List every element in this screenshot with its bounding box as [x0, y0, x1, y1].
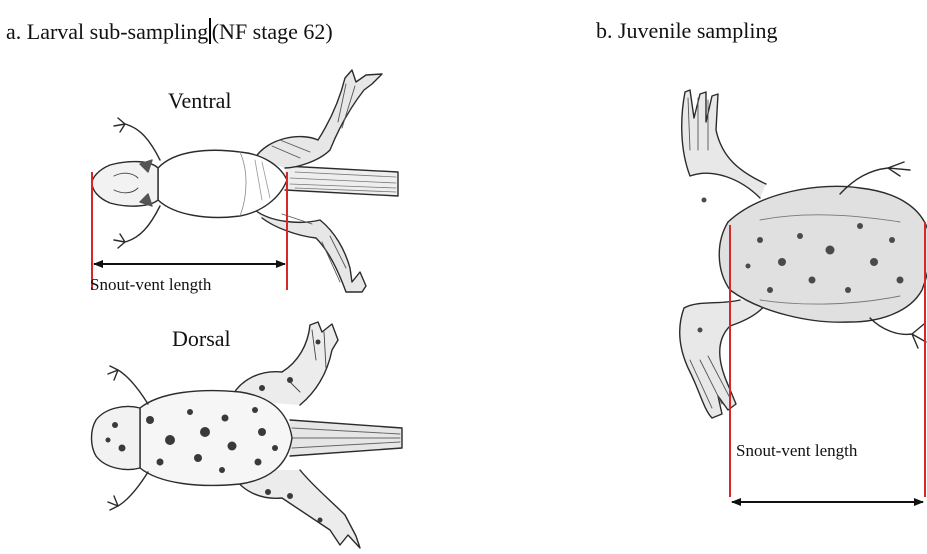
dorsal-larva-drawing	[92, 322, 403, 548]
ventral-label: Ventral	[168, 88, 232, 114]
dorsal-label: Dorsal	[172, 326, 231, 352]
juvenile-frog-drawing	[680, 90, 927, 418]
juvenile-snout-vent-length-label: Snout-vent length	[736, 441, 857, 461]
ventral-larva-drawing	[92, 70, 398, 292]
larval-snout-vent-length-label: Snout-vent length	[90, 275, 211, 295]
